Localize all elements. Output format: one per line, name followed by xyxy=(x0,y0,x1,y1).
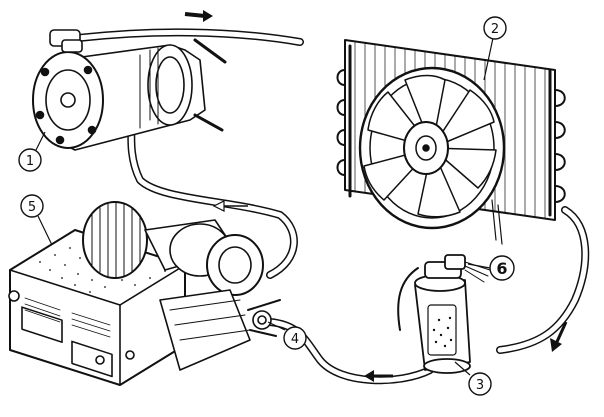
expansion-valve-icon xyxy=(247,299,281,337)
callout-6-label: 6 xyxy=(496,259,507,278)
callout-6: 6 xyxy=(467,255,515,281)
flow-arrow-top-head xyxy=(203,10,213,22)
refrigerant-lines xyxy=(74,28,590,385)
flow-arrow-right xyxy=(554,321,568,345)
callout-1-label: 1 xyxy=(26,154,34,169)
callout-3-label: 3 xyxy=(476,378,484,393)
callout-3: 3 xyxy=(454,361,492,396)
callout-5-label: 5 xyxy=(28,200,36,215)
callout-2: 2 xyxy=(483,16,507,81)
callout-1: 1 xyxy=(18,131,46,172)
flow-arrows xyxy=(184,10,568,382)
callout-4-label: 4 xyxy=(291,332,299,347)
callout-2-label: 2 xyxy=(491,22,499,37)
compressor-icon xyxy=(32,29,227,151)
receiver-drier-icon xyxy=(414,254,491,374)
flow-arrow-top xyxy=(184,12,206,18)
fan-icon xyxy=(358,66,506,245)
evaporator-icon xyxy=(8,201,264,386)
callout-5: 5 xyxy=(20,194,53,246)
callout-4: 4 xyxy=(267,321,307,350)
